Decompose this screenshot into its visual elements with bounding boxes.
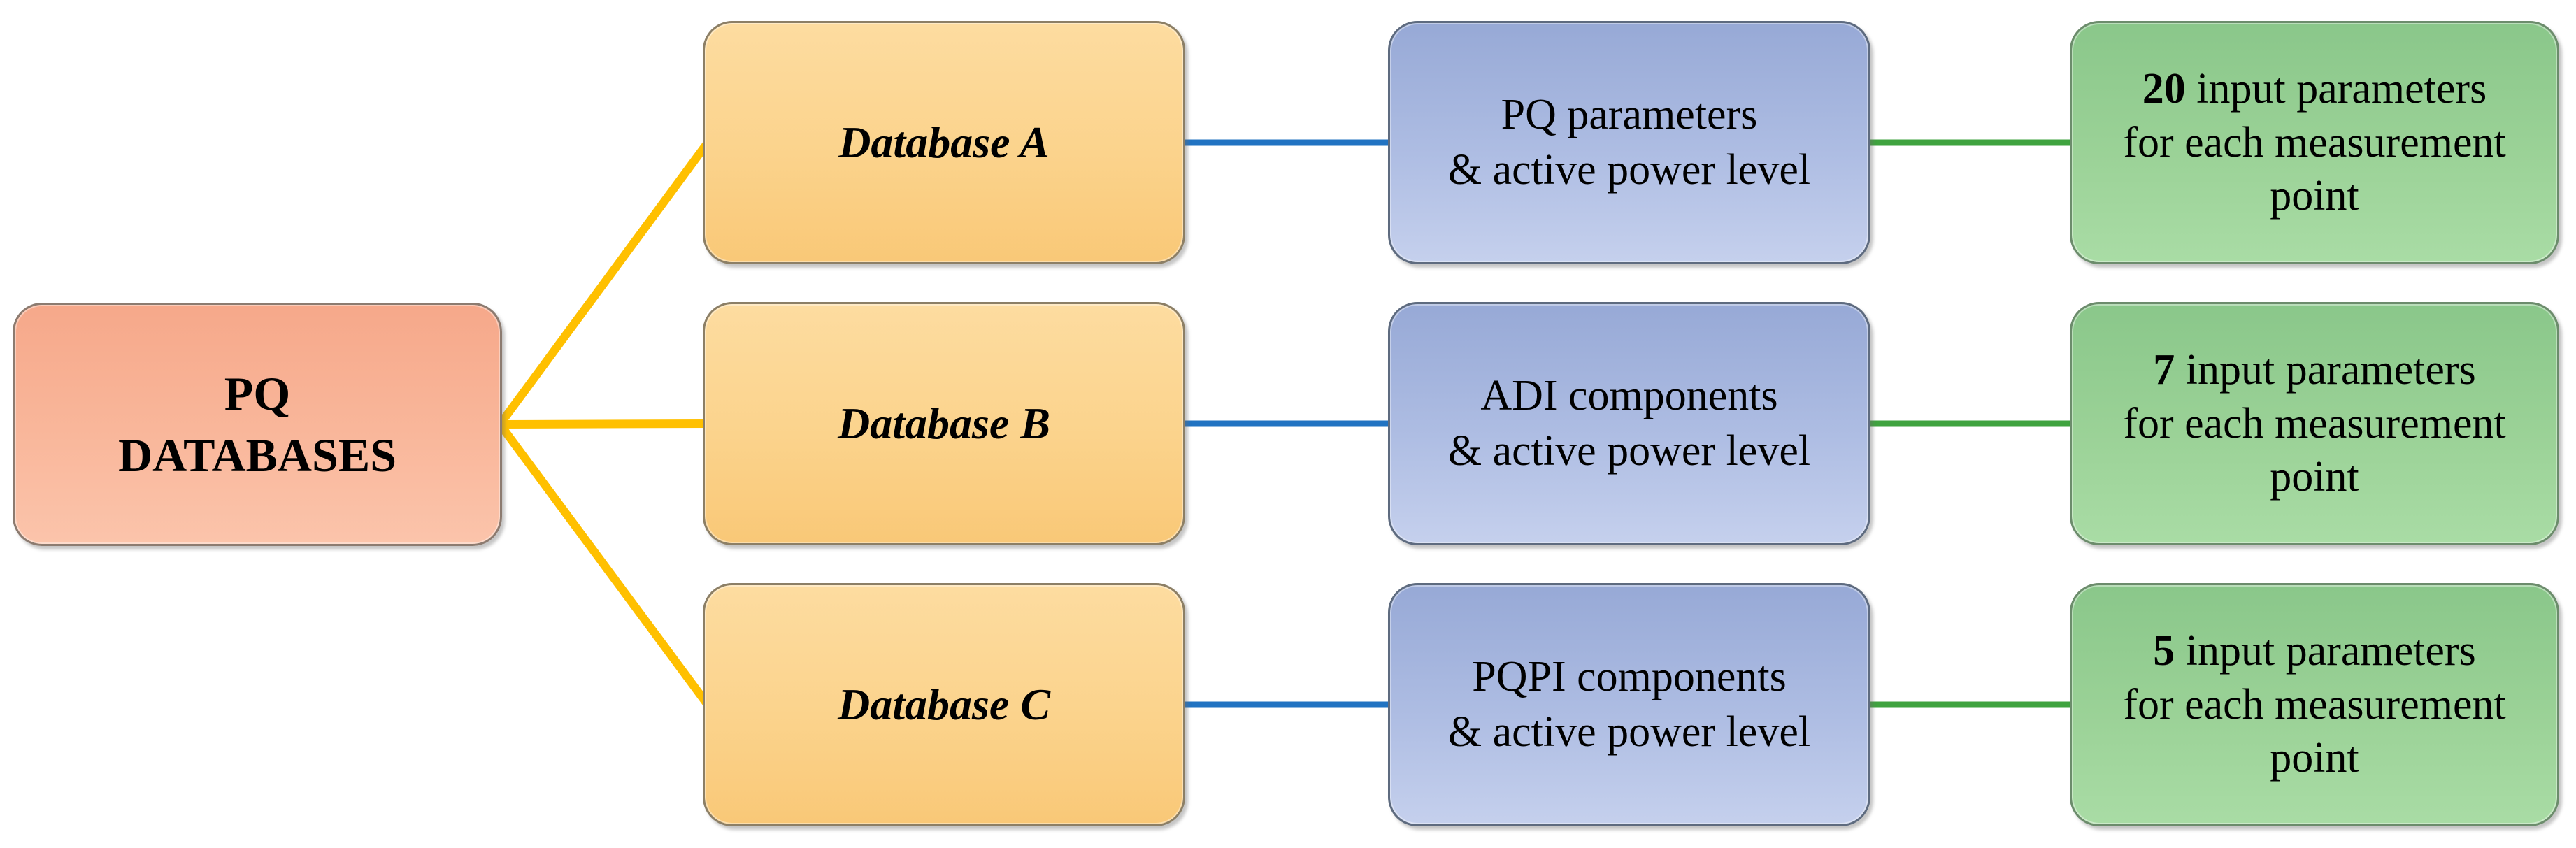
output-a-line1: 20 input parameters — [2142, 62, 2486, 116]
output-a-line3: point — [2270, 172, 2359, 220]
output-c-line1: 5 input parameters — [2153, 624, 2475, 678]
connector-gold-root-to-database-a — [496, 140, 711, 427]
output-b-line1: 7 input parameters — [2153, 343, 2475, 397]
output-a-count: 20 — [2142, 64, 2186, 113]
output-b-count: 7 — [2153, 345, 2175, 394]
output-a-line2: for each measurement — [2123, 118, 2506, 166]
params-b-line1: ADI components — [1480, 371, 1778, 419]
node-output-b: 7 input parameters for each measurement … — [2070, 302, 2559, 545]
output-b-line3: point — [2270, 453, 2359, 501]
node-database-b: Database B — [703, 302, 1185, 545]
node-database-a: Database A — [703, 21, 1185, 264]
output-b-line1-rest: input parameters — [2175, 345, 2476, 394]
params-a-line1: PQ parameters — [1501, 90, 1758, 138]
node-params-c: PQPI components & active power level — [1388, 583, 1870, 826]
output-c-count: 5 — [2153, 626, 2175, 675]
pq-databases-line1: PQ — [224, 366, 291, 420]
params-b-line2: & active power level — [1447, 427, 1811, 475]
params-c-line1: PQPI components — [1472, 652, 1787, 700]
output-b-line2: for each measurement — [2123, 399, 2506, 447]
output-c-line3: point — [2270, 734, 2359, 782]
params-c-line2: & active power level — [1447, 708, 1811, 756]
pq-databases-line2: DATABASES — [117, 429, 397, 482]
output-a-line1-rest: input parameters — [2185, 64, 2487, 113]
connector-gold-root-to-database-c — [496, 422, 711, 707]
node-database-c: Database C — [703, 583, 1185, 826]
database-c-label: Database C — [838, 680, 1050, 729]
database-a-label: Database A — [838, 117, 1050, 167]
node-params-a: PQ parameters & active power level — [1388, 21, 1870, 264]
params-a-line2: & active power level — [1447, 146, 1811, 194]
output-c-line2: for each measurement — [2123, 680, 2506, 728]
database-b-label: Database B — [838, 398, 1050, 448]
node-params-b: ADI components & active power level — [1388, 302, 1870, 545]
output-c-line1-rest: input parameters — [2175, 626, 2476, 675]
node-output-a: 20 input parameters for each measurement… — [2070, 21, 2559, 264]
node-pq-databases: PQ DATABASES — [13, 303, 502, 546]
node-output-c: 5 input parameters for each measurement … — [2070, 583, 2559, 826]
